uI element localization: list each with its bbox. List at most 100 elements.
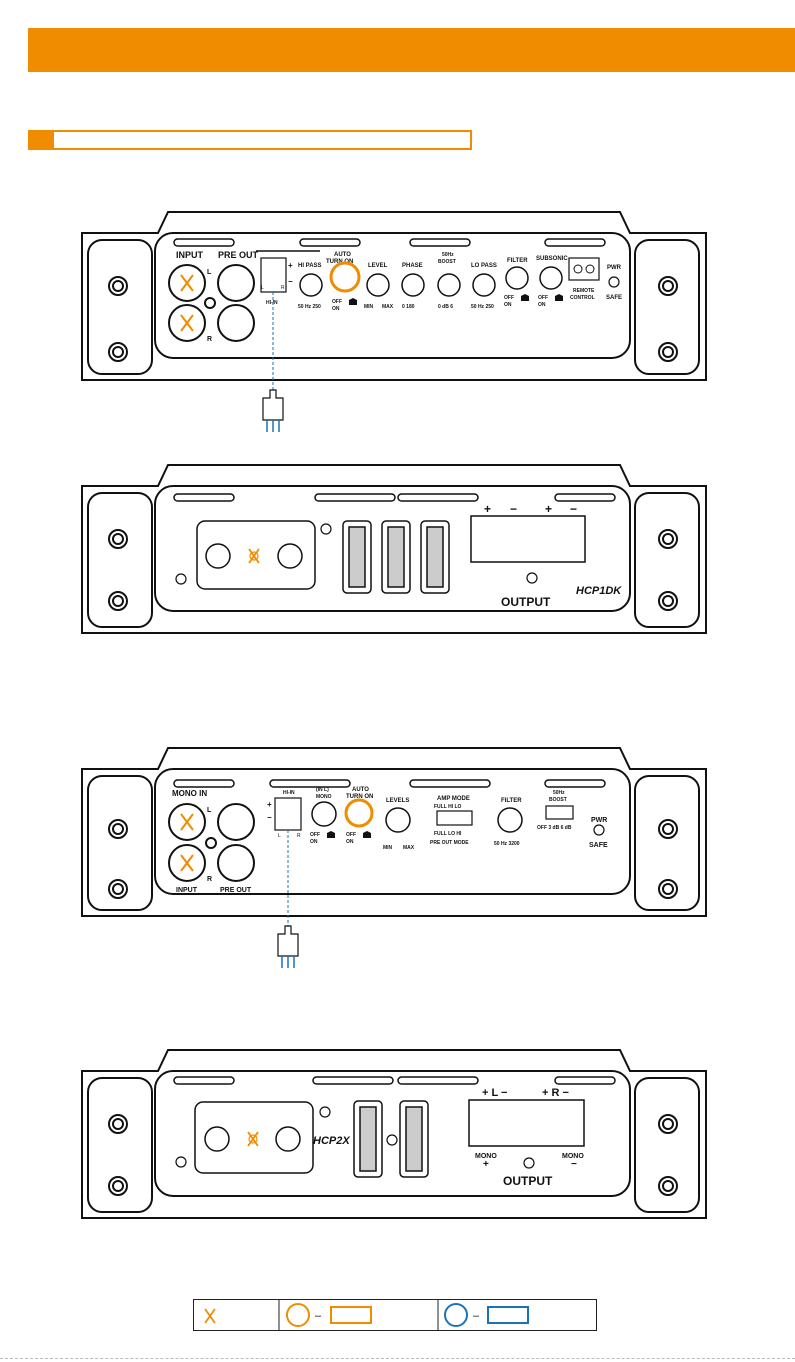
section-marker [30,132,54,148]
model-label: HCP1DK [576,585,622,597]
amp-mode-switch[interactable] [436,810,473,826]
rca-input-l[interactable] [168,803,206,841]
auto-turn-on-switch[interactable] [329,261,361,293]
hi-in-label: HI-IN [283,790,295,796]
power-terminal[interactable] [205,543,231,569]
off-label: OFF [310,832,320,838]
x-mark-icon [247,1131,259,1147]
power-terminal[interactable] [204,1126,230,1152]
mono-plus-label: MONO+ [475,1153,497,1170]
terminals-left: + L − [482,1087,507,1099]
rca-input-r[interactable] [168,844,206,882]
amplifier-panel-1: INPUT PRE OUT L R + − L R HI-IN HI PASS … [81,211,707,432]
rca-pre-out-r[interactable] [217,844,255,882]
speaker-output-block[interactable] [468,1099,585,1147]
phase-label: PHASE [402,263,423,269]
rca-input-l[interactable] [168,264,206,302]
amp-mode-label: AMP MODE [437,796,470,802]
off-label: OFF [346,832,356,838]
safe-label: SAFE [606,295,622,301]
terminal-minus: − [510,502,517,516]
vent-slots [173,493,616,502]
speaker-output-block[interactable] [470,515,586,563]
level-knob[interactable] [366,273,390,297]
phase-knob[interactable] [401,273,425,297]
x-mark-icon [180,813,194,872]
pwr-label: PWR [591,817,607,824]
pwr-led [608,276,620,288]
amplifier-panel-2: + − + − OUTPUT HCP1DK [81,464,707,634]
rca-pre-out-l[interactable] [217,803,255,841]
filter-switch[interactable] [505,266,529,290]
blue-rect-icon [487,1306,529,1324]
hi-in-l: L [261,285,264,291]
filter-label: FILTER [507,258,528,264]
hi-pass-knob[interactable] [299,273,323,297]
rca-pre-out-l[interactable] [217,264,255,302]
mounting-screw-icon [108,276,678,362]
max-label: MAX [382,304,394,310]
channel-r-label: R [207,876,212,883]
subsonic-off: OFF [538,295,548,301]
levels-knob[interactable] [385,807,411,833]
pre-out-label: PRE OUT [218,250,259,260]
lo-pass-knob[interactable] [472,273,496,297]
plug-wires [281,956,295,968]
lo-pass-scale: 50 Hz 250 [471,304,494,310]
hi-in-label: HI-IN [266,300,278,306]
rca-pre-out-r[interactable] [217,304,255,342]
legend-dash: – [315,1310,322,1322]
subsonic-label: SUBSONIC [536,256,568,262]
channel-r-label: R [207,336,212,343]
level-label: LEVEL [368,263,388,269]
hi-in-r: R [297,833,301,839]
min-label: MIN [364,304,374,310]
terminals-right: + R − [542,1087,569,1099]
amp-mode-options: FULL HI LO [434,804,462,810]
channel-l-label: L [207,269,212,276]
rca-input-r[interactable] [168,304,206,342]
ground-terminal[interactable] [275,1126,301,1152]
pre-out-label: PRE OUT [220,887,252,894]
safe-label: SAFE [589,842,608,849]
mono-in-label: MONO IN [172,789,207,798]
remote-control-port[interactable] [568,257,600,281]
amplifier-panel-4: HCP2X + L − + R − MONO+ MONO− OUTPUT [81,1049,707,1219]
switch-icon [555,294,563,301]
hi-in-plug-icon [277,925,299,957]
x-mark-icon [248,548,260,564]
boost-scale: OFF 3 dB 6 dB [537,825,572,831]
output-label: OUTPUT [501,595,551,609]
power-terminal-block [196,520,316,590]
blue-circle-icon [444,1303,468,1327]
pre-out-mode-options: FULL LO HI [434,831,462,837]
auto-turn-on-switch[interactable] [344,798,374,828]
pwr-label: PWR [607,265,622,271]
page-header-bar [28,28,795,72]
hi-in-connector[interactable] [274,797,302,831]
mono-switch[interactable] [311,801,337,827]
legend-graphics: – – [204,1300,529,1330]
minus-label: − [267,813,272,822]
hi-in-r: R [281,285,285,291]
orange-rect-icon [330,1306,372,1324]
indicator-led [205,837,217,849]
ground-terminal[interactable] [277,543,303,569]
power-terminal-block [194,1101,314,1174]
on-label: ON [310,839,318,845]
plus-label: + [288,261,293,270]
orange-circle-icon [286,1303,310,1327]
vent-slots [173,238,606,247]
subsonic-switch[interactable] [539,266,563,290]
mounting-screw-icon [108,1114,678,1196]
mono-minus-label: MONO− [562,1153,584,1170]
filter-knob[interactable] [497,807,523,833]
boost-switch[interactable] [545,805,574,820]
boost-knob[interactable] [437,273,461,297]
output-label: OUTPUT [503,1174,553,1188]
vent-slots [173,1076,616,1085]
